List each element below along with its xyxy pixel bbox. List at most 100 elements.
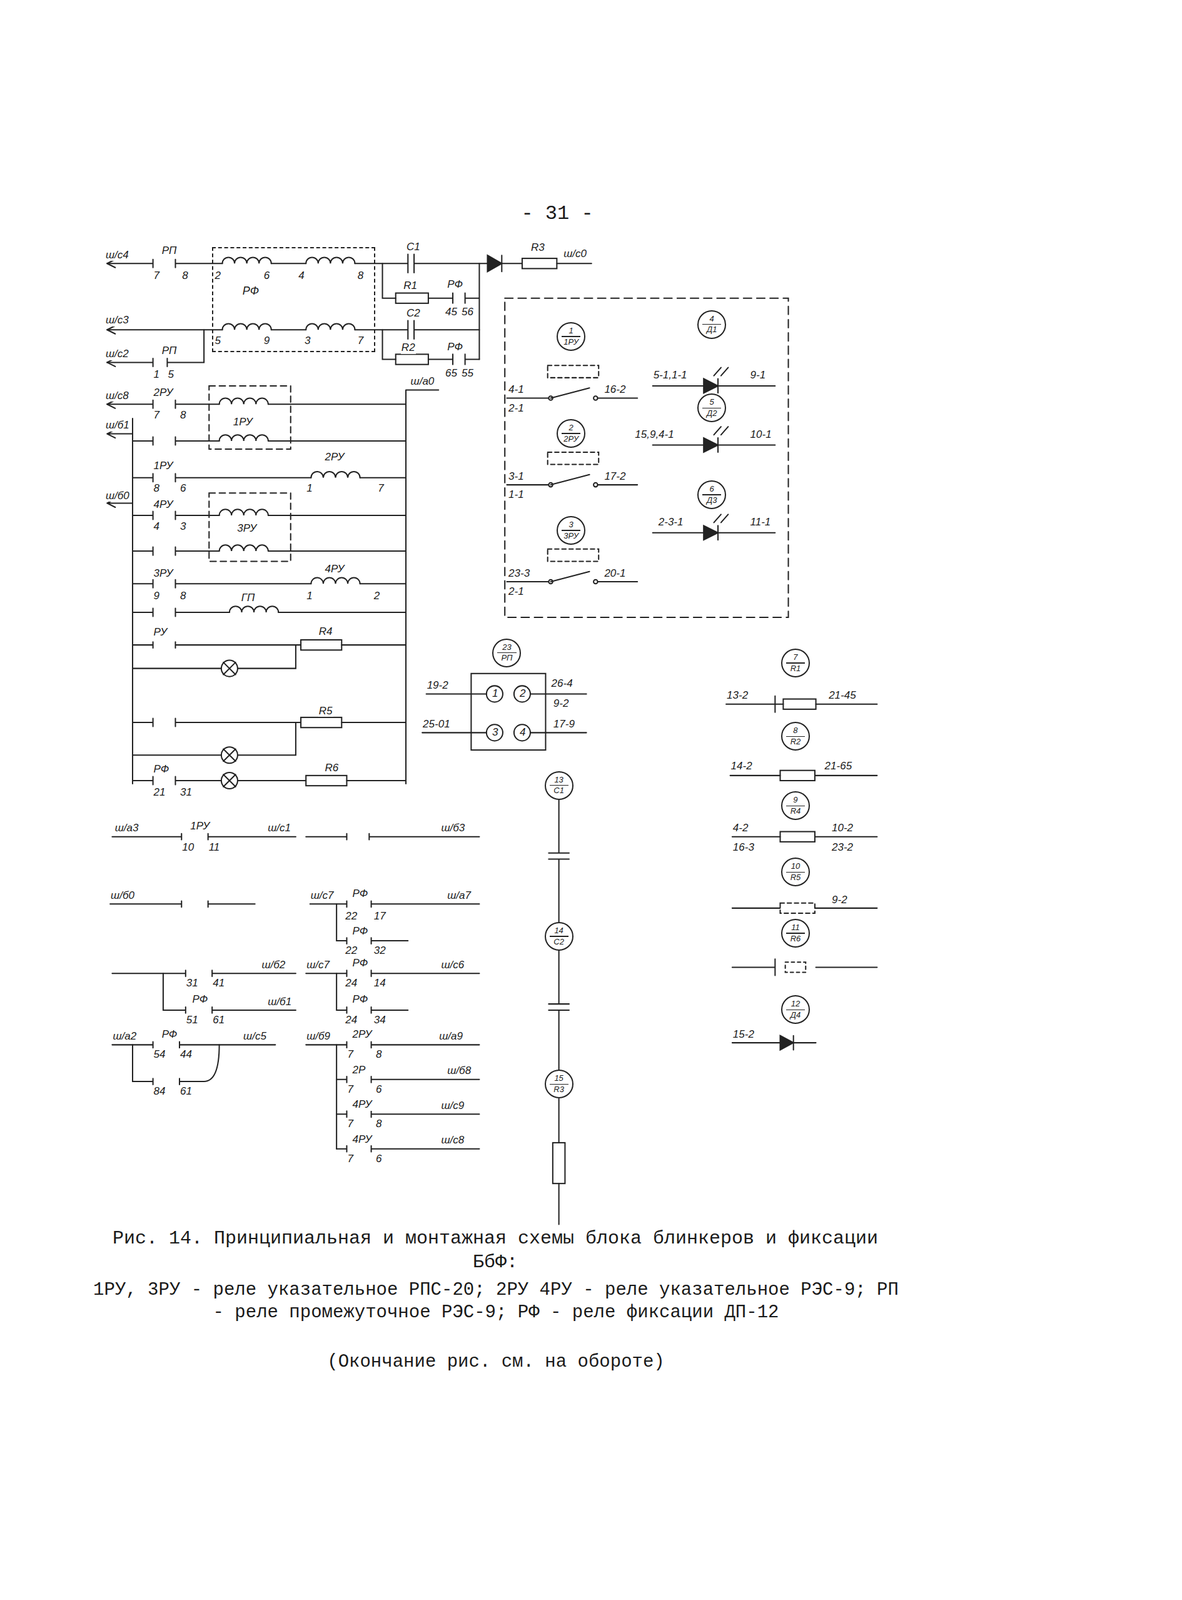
wire-label: 6 [179,482,187,495]
divider-line [786,932,805,934]
wire-label: R6 [324,761,340,775]
wire-label: 10 [181,841,195,854]
reference-circle: 8R2 [781,721,810,751]
indicator-relay-ladder [300,639,342,650]
component-designation: Д2 [706,409,717,418]
component-column-right [814,836,877,838]
indicator-relay-ladder [310,471,360,478]
divider-line [497,652,516,654]
position-number: 12 [791,999,800,1009]
component-column-vertical [548,799,570,923]
wire-label: 1 [491,687,499,700]
fixation-relay-circuit [382,263,396,298]
wire-label: ш/с1 [267,821,292,835]
wire-label: 21-65 [824,759,853,773]
indicator-relay-ladder [219,509,269,516]
fixation-relay-circuit [222,257,271,264]
component-designation: 2РУ [563,434,579,444]
indicator-relay-ladder [219,434,269,441]
indicator-relay-ladder [223,748,236,762]
fixation-relay-circuit [305,257,355,264]
component-column-right [814,774,877,777]
component-column-right [779,770,815,781]
blinker-unit-housing [593,395,598,401]
wire-label: ш/с9 [440,1099,465,1112]
divider-line [549,1083,569,1086]
indicator-relay-ladder [310,577,360,585]
wire-label: 45 [444,305,458,319]
wire-label: 1 [305,482,313,495]
wire-label: 26-4 [550,677,574,690]
contact-tables [110,900,256,907]
component-column-right [816,703,878,705]
wire-label: 4-2 [732,821,750,835]
divider-line [549,935,569,937]
reference-circle: 22РУ [556,419,586,448]
wire-label: 2-3-1 [657,515,685,529]
component-column-right [732,907,781,909]
position-number: 14 [554,926,563,935]
component-designation: РП [500,653,513,663]
component-column-right [814,907,877,909]
component-designation: R4 [790,806,802,816]
divider-line [702,407,722,410]
position-number: 13 [554,775,563,785]
wire-label: ш/а7 [446,889,472,902]
indicator-relay-ladder [221,660,238,677]
wire-label: ш/б0 [110,889,136,902]
fixation-relay-circuit [428,263,480,359]
wire-label: РФ [153,762,171,776]
wire-label: ш/б1 [267,995,293,1009]
divider-line [561,335,581,338]
wire-label: 24 [344,976,358,990]
wire-label: 15,9,4-1 [634,428,675,441]
wire-label: R2 [400,341,416,354]
wire-label: 10-2 [831,821,854,835]
wire-label: 2РУ [352,1028,373,1041]
wire-label: 8 [181,269,189,283]
wire-label: 19-2 [426,679,450,692]
wire-label: ш/с0 [562,247,588,261]
indicator-relay-ladder [132,644,296,669]
component-designation: С1 [553,786,565,795]
component-designation: R3 [553,1085,565,1094]
wire-label: 1РУ [189,819,211,833]
contact-tables [111,833,296,840]
wire-label: РФ [446,278,464,291]
indicator-relay-ladder [278,611,406,613]
reference-circle: 10R5 [781,857,810,887]
wire-label: РУ [153,626,168,639]
indicator-relay-ladder [132,776,222,785]
component-column-right [732,958,775,975]
divider-line [549,784,569,787]
wire-label: С1 [405,240,421,254]
wire-label: 2Р [352,1063,367,1077]
wire-label: 1РУ [232,415,254,429]
wire-label: 61 [212,1013,226,1027]
reference-circle: 11R6 [781,918,810,948]
reference-circle: 4Д1 [697,310,727,339]
fixation-relay-circuit [271,328,306,331]
fixation-relay-circuit [382,329,396,359]
fixation-relay-circuit [106,328,223,331]
blinker-unit-housing [504,298,788,618]
fixation-relay-circuit [556,262,591,264]
wire-label: РФ [352,993,369,1006]
wire-label: 1-1 [507,488,525,501]
wire-label: 8 [375,1048,383,1061]
wire-label: 2-1 [507,585,525,598]
fixation-relay-circuit [106,254,592,367]
fixation-relay-circuit [354,320,480,339]
wire-label: 3 [179,520,187,533]
position-number: 6 [709,484,715,494]
wire-label: 61 [179,1085,193,1098]
wire-label: ш/б8 [446,1064,472,1077]
wire-label: 22 [344,909,358,923]
relay-name: РФ [242,284,260,298]
component-designation: R1 [790,664,802,673]
wire-label: 20-1 [603,567,627,580]
component-column-right [726,696,877,1051]
component-column-vertical [552,1142,566,1184]
wire-label: 1РУ [153,459,174,473]
